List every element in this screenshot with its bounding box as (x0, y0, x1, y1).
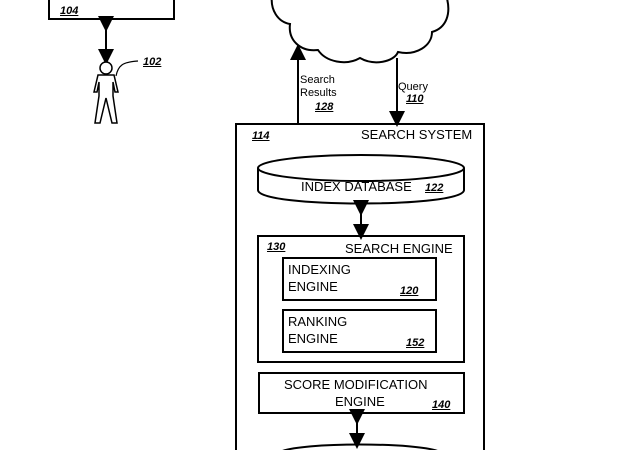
indexing-engine-ref: 120 (400, 285, 419, 297)
indexing-engine-box (282, 257, 437, 301)
query-label: Query (398, 81, 428, 93)
ranking-engine-line2: ENGINE (288, 331, 338, 346)
search-system-title: SEARCH SYSTEM (361, 127, 473, 142)
index-database-label: INDEX DATABASE (301, 179, 412, 194)
network-cloud (270, 0, 450, 64)
score-modification-ref: 140 (432, 399, 451, 411)
ranking-engine-ref: 152 (406, 337, 425, 349)
search-engine-title: SEARCH ENGINE (345, 241, 453, 256)
ranking-engine-line1: RANKING (288, 314, 348, 329)
lower-data-store (282, 443, 438, 450)
indexing-engine-line2: ENGINE (288, 279, 338, 294)
score-modification-line2: ENGINE (335, 394, 385, 409)
query-ref: 110 (406, 93, 424, 105)
client-device-ref: 104 (60, 5, 79, 17)
ranking-engine-box (282, 309, 437, 353)
user-ref: 102 (143, 56, 162, 68)
index-database-ref: 122 (425, 182, 444, 194)
search-system-box (235, 123, 485, 450)
search-system-ref: 114 (252, 130, 270, 142)
search-results-label-2: Results (300, 87, 337, 99)
search-results-label-1: Search (300, 74, 335, 86)
user-leader-line (115, 60, 139, 77)
search-engine-ref: 130 (267, 241, 286, 253)
index-database-cylinder (257, 154, 465, 205)
indexing-engine-line1: INDEXING (288, 262, 351, 277)
score-modification-line1: SCORE MODIFICATION (284, 377, 428, 392)
user-icon (93, 61, 119, 124)
search-results-ref: 128 (315, 101, 334, 113)
search-engine-box (257, 235, 465, 363)
